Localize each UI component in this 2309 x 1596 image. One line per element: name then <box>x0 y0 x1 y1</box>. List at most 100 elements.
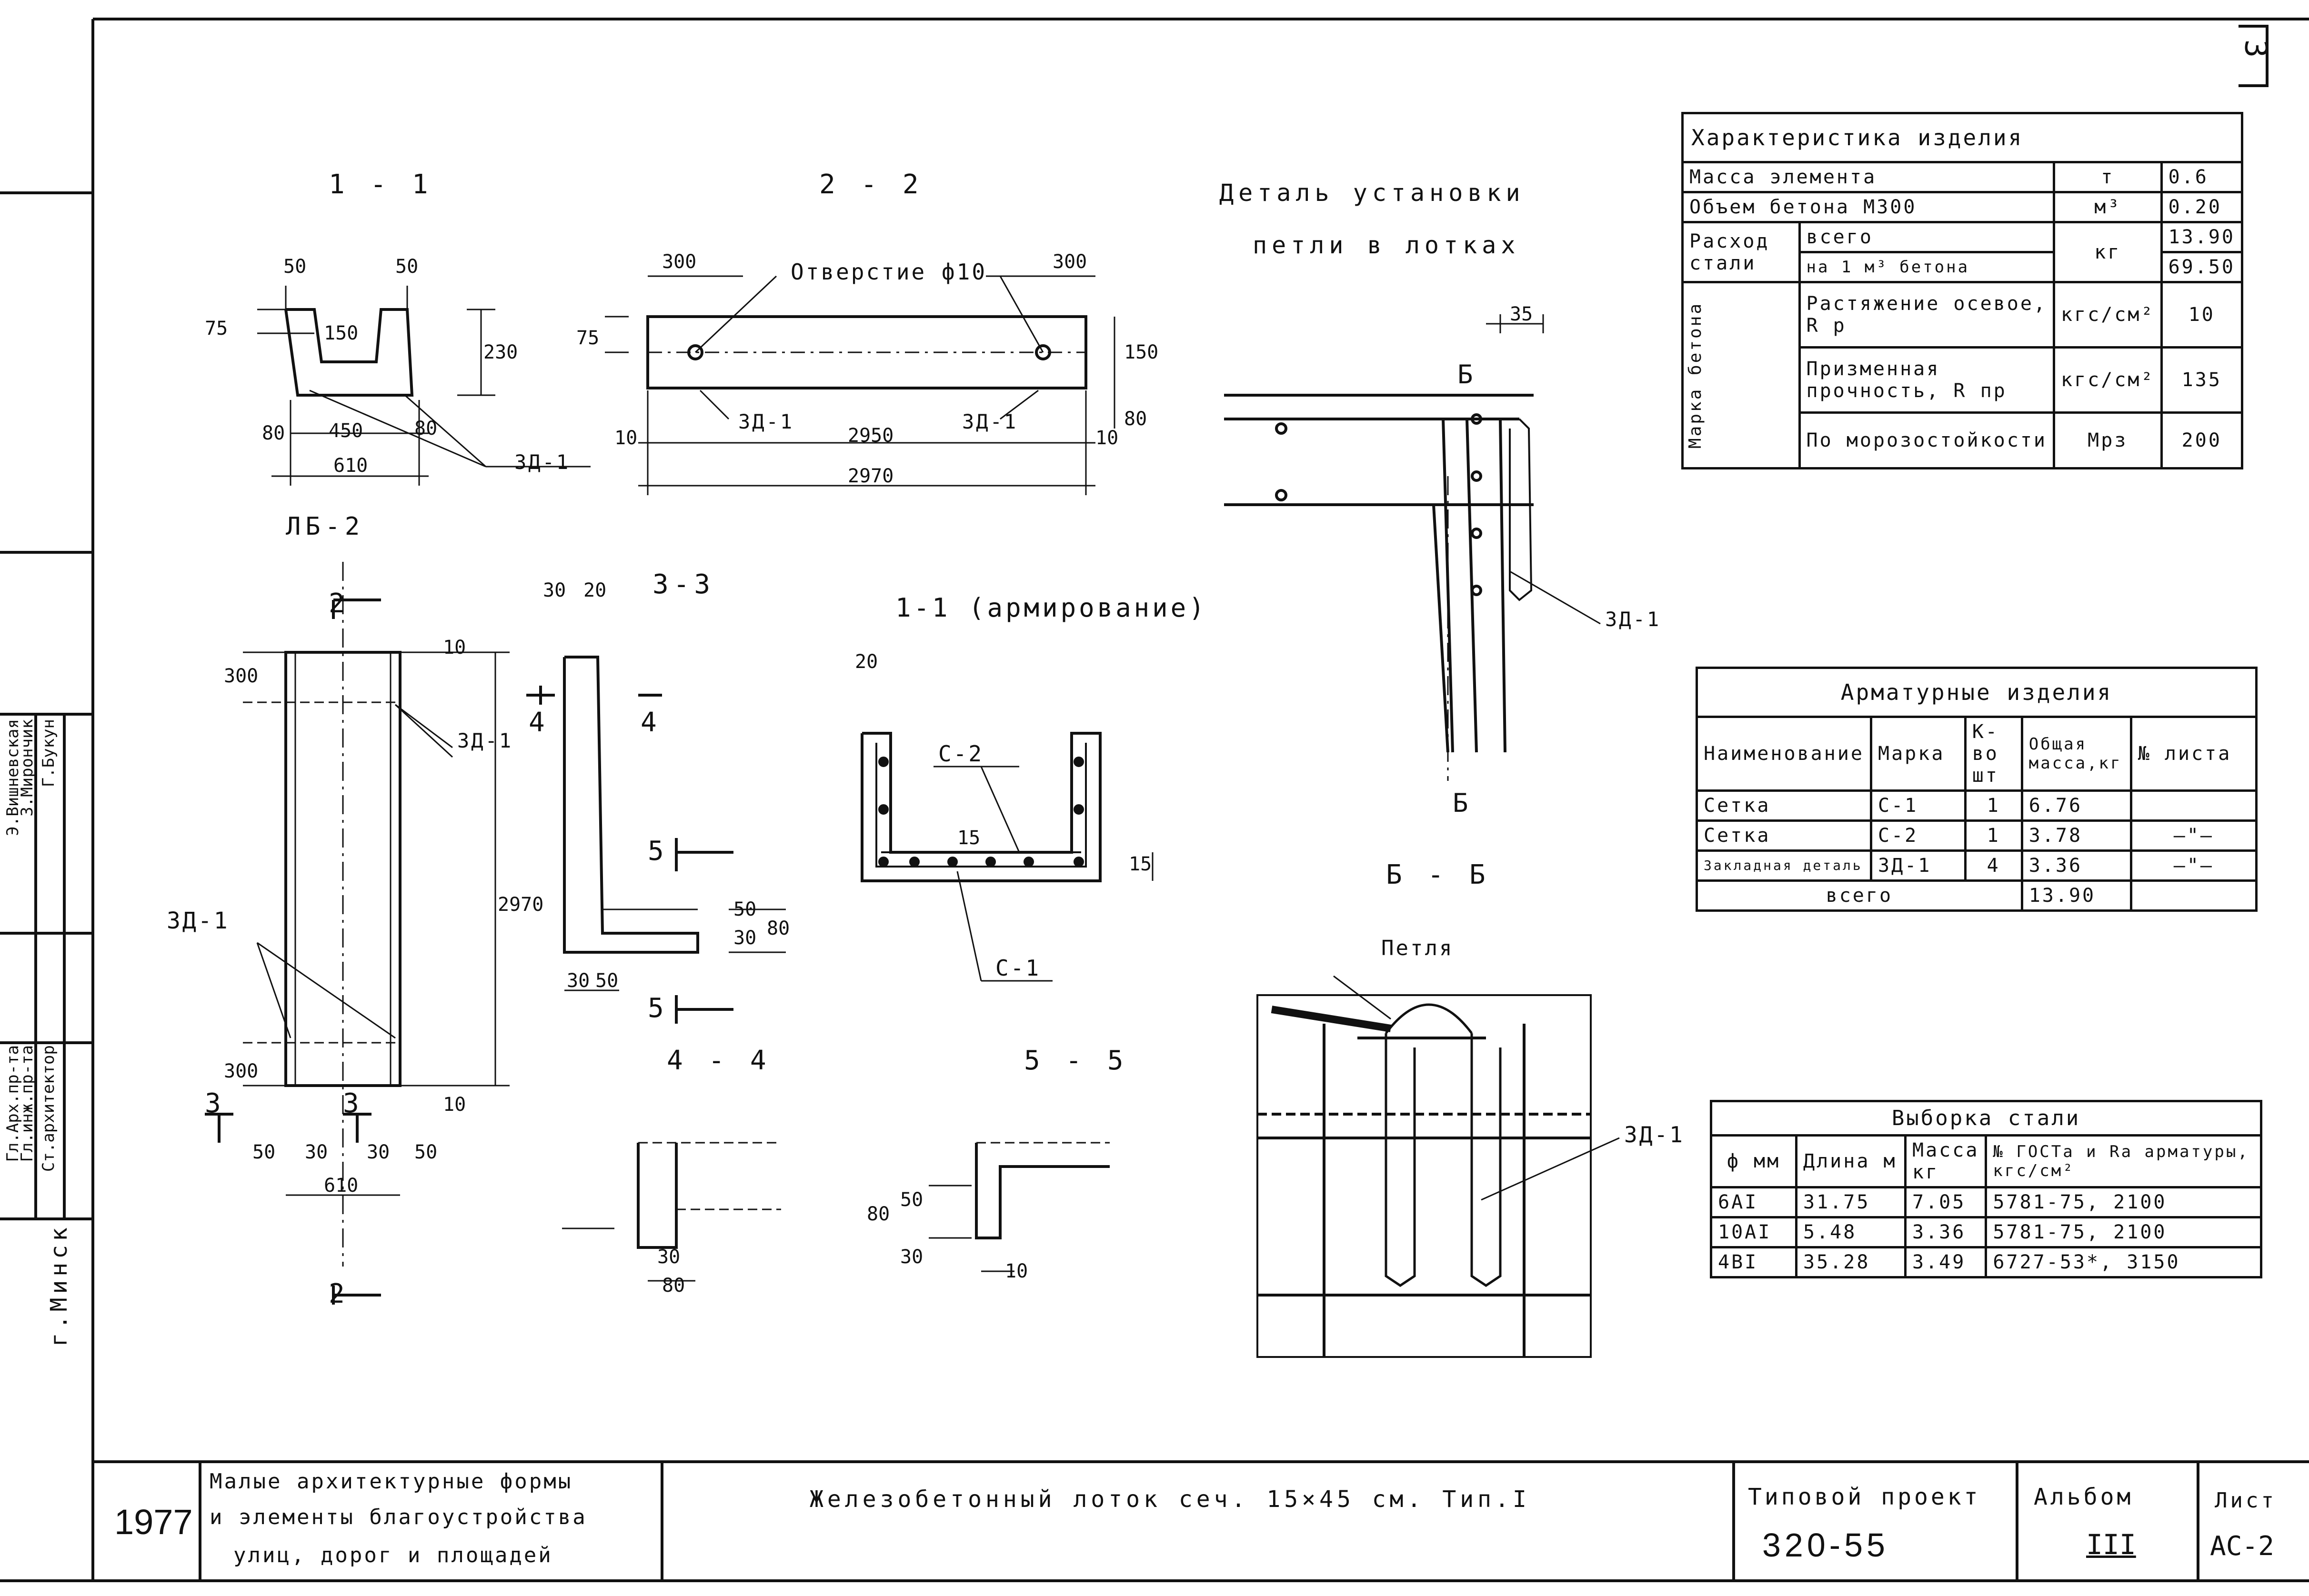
city-label: г.Минск <box>46 1224 72 1347</box>
dim-label: 50 <box>595 970 619 992</box>
dim-label: 20 <box>583 579 607 601</box>
org-line-2: и элементы благоустройства <box>210 1505 587 1529</box>
table-title: Характеристика изделия <box>1681 112 2243 163</box>
zd1-label: ЗД-1 <box>457 729 513 752</box>
table-row: на 1 м³ бетона 69.50 <box>1683 251 2244 283</box>
project-number: 320-55 <box>1762 1526 1889 1564</box>
table-row: Марка бетона Растяжение осевое, R р кгс/… <box>1681 281 2244 469</box>
table-row: Призменная прочность, R пр кгс/см² 135 <box>1683 346 2244 414</box>
dim-label: 10 <box>1005 1260 1028 1282</box>
dim-label: 30 <box>567 970 590 992</box>
steel-table: Выборка стали ф мм Длина м Масса кг № ГО… <box>1710 1100 2262 1278</box>
table-title: Арматурные изделия <box>1696 667 2258 718</box>
album-label: Альбом <box>2034 1484 2134 1510</box>
dim-label: 50 <box>900 1189 924 1211</box>
dim-label: 80 <box>662 1275 685 1297</box>
dim-label: 80 <box>262 422 285 444</box>
dim-label: 50 <box>252 1141 276 1163</box>
zd1-label: ЗД-1 <box>167 908 230 934</box>
dim-label: 75 <box>205 318 228 339</box>
dim-label: 610 <box>333 455 368 477</box>
table-header-row: Наименование Марка К-во шт Общая масса,к… <box>1696 716 2258 792</box>
dim-label: 150 <box>1124 341 1159 363</box>
characteristics-table: Характеристика изделия Масса элемента т … <box>1681 112 2244 469</box>
dim-label: 75 <box>576 327 600 349</box>
loop-label: Петля <box>1381 936 1454 960</box>
dim-label: 300 <box>662 251 697 273</box>
dim-label: 30 <box>367 1141 390 1163</box>
dim-label: 30 <box>657 1246 681 1268</box>
view-title-2-2: 2 - 2 <box>819 169 924 200</box>
section-3-label: 3 <box>343 1088 364 1119</box>
dim-label: 50 <box>283 256 307 278</box>
zd1-label: ЗД-1 <box>514 450 571 474</box>
dim-label: 80 <box>1124 408 1147 430</box>
armature-table: Арматурные изделия Наименование Марка К-… <box>1696 667 2258 912</box>
dim-label: 300 <box>224 665 259 687</box>
dim-label: 35 <box>1510 303 1533 325</box>
dim-label: 450 <box>329 420 363 442</box>
zd1-label: ЗД-1 <box>1624 1122 1685 1147</box>
dim-label: 230 <box>483 341 518 363</box>
hole-label: Отверстие ф10 <box>791 259 987 285</box>
dim-label: 30 <box>900 1246 924 1268</box>
org-line-3: улиц, дорог и площадей <box>233 1543 553 1567</box>
section-3-label: 3 <box>205 1088 226 1119</box>
dim-label: 50 <box>414 1141 438 1163</box>
dim-label: 50 <box>395 256 419 278</box>
table-row: Объем бетона М300 м³ 0.20 <box>1681 191 2244 223</box>
dim-label: 30 <box>733 927 757 949</box>
dim-label: 30 <box>543 579 566 601</box>
page-number: 3 <box>2238 39 2273 58</box>
zd1-label: ЗД-1 <box>962 410 1018 433</box>
dim-label: 30 <box>305 1141 328 1163</box>
view-title-3-3: 3-3 <box>653 569 715 600</box>
name-label: З.Мирончик <box>18 719 37 817</box>
table-row: 4BI 35.28 3.49 6727-53*, 3150 <box>1710 1246 2262 1278</box>
dim-label: 300 <box>224 1060 259 1082</box>
view-title-1-1-arm: 1-1 (армирование) <box>895 593 1207 623</box>
section-4-label: 4 <box>641 707 662 738</box>
table-row: 6AI 31.75 7.05 5781-75, 2100 <box>1710 1186 2262 1218</box>
section-2-label: 2 <box>329 588 350 619</box>
org-line-1: Малые архитектурные формы <box>210 1469 573 1494</box>
detail-subtitle: петли в лотках <box>1253 231 1520 259</box>
dim-label: 50 <box>733 898 757 920</box>
dim-label: 2970 <box>848 465 894 487</box>
dim-label: 10 <box>614 427 638 449</box>
concrete-mark-label: Марка бетона <box>1686 301 1705 449</box>
zd1-label: ЗД-1 <box>1605 608 1661 631</box>
album-number: III <box>2086 1528 2136 1561</box>
year-label: 1977 <box>114 1502 193 1542</box>
dim-label: 10 <box>443 637 466 658</box>
section-4-label: 4 <box>529 707 550 738</box>
c1-label: С-1 <box>995 955 1041 981</box>
role-label: Ст.архитектор <box>39 1045 58 1172</box>
dim-label: 150 <box>324 322 359 344</box>
zd1-label: ЗД-1 <box>738 410 794 433</box>
section-5-label: 5 <box>648 836 669 867</box>
table-row: Сетка С-2 1 3.78 —"— <box>1696 819 2258 852</box>
table-row: Сетка С-1 1 6.76 <box>1696 789 2258 822</box>
drawing-title: Железобетонный лоток сеч. 15×45 см. Тип.… <box>810 1486 1530 1513</box>
section-5-label: 5 <box>648 993 669 1024</box>
dim-label: 10 <box>1095 427 1119 449</box>
dim-label: 20 <box>855 651 878 673</box>
project-label: Типовой проект <box>1748 1484 1981 1510</box>
table-row: Закладная деталь ЗД-1 4 3.36 —"— <box>1696 849 2258 882</box>
dim-label: 80 <box>867 1203 890 1225</box>
view-title-5-5: 5 - 5 <box>1024 1045 1128 1076</box>
table-row: По морозостойкости Мрз 200 <box>1683 411 2244 469</box>
section-b-label: Б <box>1453 788 1473 818</box>
table-row: Расход стали всего кг 13.90 <box>1681 221 2244 283</box>
table-row: всего 13.90 <box>1696 879 2258 912</box>
section-b-label: Б <box>1457 359 1478 389</box>
table-row: 10AI 5.48 3.36 5781-75, 2100 <box>1710 1216 2262 1248</box>
sheet-number: АС-2 <box>2210 1531 2274 1562</box>
table-row: Масса элемента т 0.6 <box>1681 161 2244 193</box>
detail-title: Деталь установки <box>1219 179 1525 207</box>
dim-label: 300 <box>1053 251 1087 273</box>
role-label: Гл.инж.пр-та <box>18 1045 37 1162</box>
name-label: Г.Букун <box>39 719 58 788</box>
